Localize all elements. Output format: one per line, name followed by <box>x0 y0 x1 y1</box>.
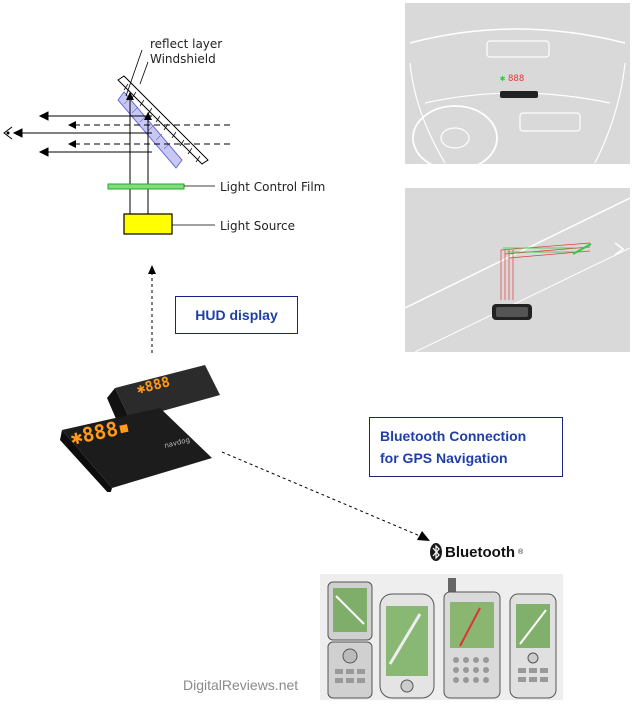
svg-text:✱: ✱ <box>500 74 506 84</box>
hud-optics-diagram <box>3 49 230 235</box>
bluetooth-connection-box: Bluetooth Connection for GPS Navigation <box>369 417 563 477</box>
arrow-to-diagram <box>148 265 156 353</box>
hud-display-label: HUD display <box>195 307 278 323</box>
svg-text:✱888: ✱888 <box>135 374 172 398</box>
phone-flip <box>327 581 373 699</box>
car-dashboard-illustration: ✱ 888 <box>409 28 626 171</box>
light-control-film-shape <box>107 183 185 190</box>
label-reflect-layer: reflect layer <box>150 37 223 51</box>
projection-illustration <box>404 197 631 353</box>
windshield-shape <box>117 75 209 165</box>
bluetooth-box-line-2: for GPS Navigation <box>380 450 508 466</box>
bluetooth-logo-text: Bluetooth <box>445 543 515 561</box>
windshield-projection-panel <box>404 188 631 353</box>
watermark: DigitalReviews.net <box>183 677 299 693</box>
label-light-control-film: Light Control Film <box>220 180 326 194</box>
arrow-to-bluetooth <box>221 451 430 541</box>
svg-text:888: 888 <box>508 74 524 84</box>
bluetooth-icon <box>430 543 442 561</box>
eye-icon <box>3 126 13 140</box>
car-interior-panel: ✱ 888 <box>405 3 630 171</box>
hud-device-front: ✱888▪ navdog <box>60 408 212 492</box>
phones-panel <box>320 574 563 700</box>
bluetooth-box-line-1: Bluetooth Connection <box>380 428 527 444</box>
label-windshield: Windshield <box>150 52 216 66</box>
light-source-shape <box>123 213 173 235</box>
hud-device-photo: ✱888 ✱888▪ navdog <box>60 365 220 492</box>
bluetooth-logo-mark: ® <box>517 548 524 556</box>
phone-bar <box>509 593 557 699</box>
bluetooth-logo: Bluetooth® <box>430 543 523 561</box>
label-light-source: Light Source <box>220 219 295 233</box>
phone-qwerty <box>443 578 501 699</box>
phone-pda <box>379 593 435 699</box>
hud-display-box: HUD display <box>175 296 298 334</box>
gps-phones-illustration <box>327 578 557 699</box>
